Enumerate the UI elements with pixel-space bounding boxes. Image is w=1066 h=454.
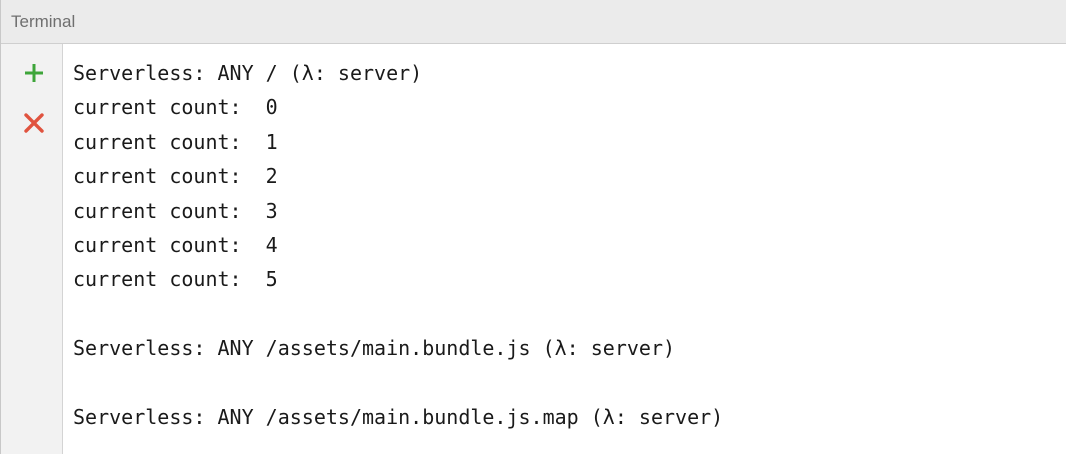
terminal-line: current count: 2 [73,164,278,189]
terminal-title-bar: Terminal [1,0,1066,44]
terminal-body: Serverless: ANY / (λ: server) current co… [1,44,1066,454]
plus-icon [25,64,43,82]
terminal-line [73,297,1066,331]
terminal-line: Serverless: ANY /assets/main.bundle.js (… [73,336,676,361]
terminal-tab-title[interactable]: Terminal [11,11,76,31]
terminal-line: Serverless: ANY /assets/main.bundle.js.m… [73,404,724,429]
close-icon [24,113,44,133]
terminal-line: current count: 1 [73,129,278,154]
terminal-line: current count: 3 [73,198,278,223]
terminal-line [73,366,1066,400]
terminal-line: current count: 5 [73,267,278,292]
close-session-button[interactable] [21,110,47,136]
terminal-line: current count: 0 [73,95,278,120]
new-session-button[interactable] [21,60,47,86]
terminal-line: Serverless: ANY / (λ: server) [73,61,423,85]
terminal-output[interactable]: Serverless: ANY / (λ: server) current co… [63,44,1066,454]
terminal-toolbar [1,44,63,454]
terminal-line: current count: 4 [73,232,278,257]
